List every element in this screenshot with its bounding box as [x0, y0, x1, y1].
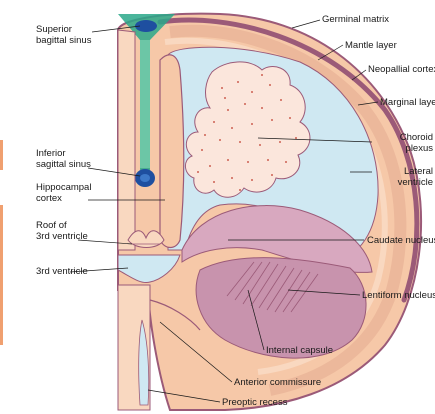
- label-germinal-matrix: Germinal matrix: [322, 14, 390, 25]
- anterior-commissure: [149, 299, 201, 331]
- choroid-dots: [197, 74, 297, 191]
- label-3rd-ventricle: 3rd ventricle: [36, 266, 88, 277]
- label-internal-capsule: Internal capsule: [266, 345, 334, 356]
- label-neopallial-cortex: Neopallial cortex: [368, 64, 435, 75]
- lentiform-nucleus: [195, 257, 367, 359]
- choroid-plexus: [185, 61, 311, 198]
- third-ventricle: [117, 254, 181, 284]
- preoptic-recess: [138, 319, 150, 406]
- superior-sagittal-sinus: [135, 20, 157, 32]
- leader-lines: [69, 19, 379, 403]
- label-inferior-sagittal-sinus: Inferior sagittal sinus: [36, 148, 91, 170]
- label-preoptic-recess: Preoptic recess: [222, 397, 288, 408]
- label-caudate-nucleus: Caudate nucleus: [367, 235, 435, 246]
- roof-3rd-ventricle: [127, 230, 165, 248]
- label-anterior-commissure: Anterior commissure: [234, 377, 322, 388]
- label-lateral-ventricle: Lateral ventricle: [397, 166, 433, 188]
- label-lentiform-nucleus: Lentiform nucleus: [362, 290, 435, 301]
- label-mantle-layer: Mantle layer: [345, 40, 397, 51]
- label-superior-sagittal-sinus: Superior bagittal sinus: [36, 24, 92, 46]
- label-hippocampal-cortex: Hippocampal cortex: [36, 182, 92, 204]
- label-roof-3rd-ventricle: Roof of 3rd ventricle: [36, 220, 88, 242]
- neopallial-cortex-rim: [157, 17, 420, 303]
- label-marginal-layer: Marginal layer: [380, 97, 435, 108]
- edge-strip-top: [0, 140, 3, 170]
- edge-strip-bottom: [0, 205, 3, 345]
- hippocampal-cortex: [159, 54, 185, 249]
- internal-capsule-striations: [226, 261, 319, 313]
- falx-core: [140, 40, 150, 168]
- left-tissue: [117, 29, 136, 251]
- label-choroid-plexus: Choroid plexus: [399, 132, 433, 154]
- caudate-nucleus: [181, 205, 373, 273]
- mantle-layer: [169, 24, 407, 396]
